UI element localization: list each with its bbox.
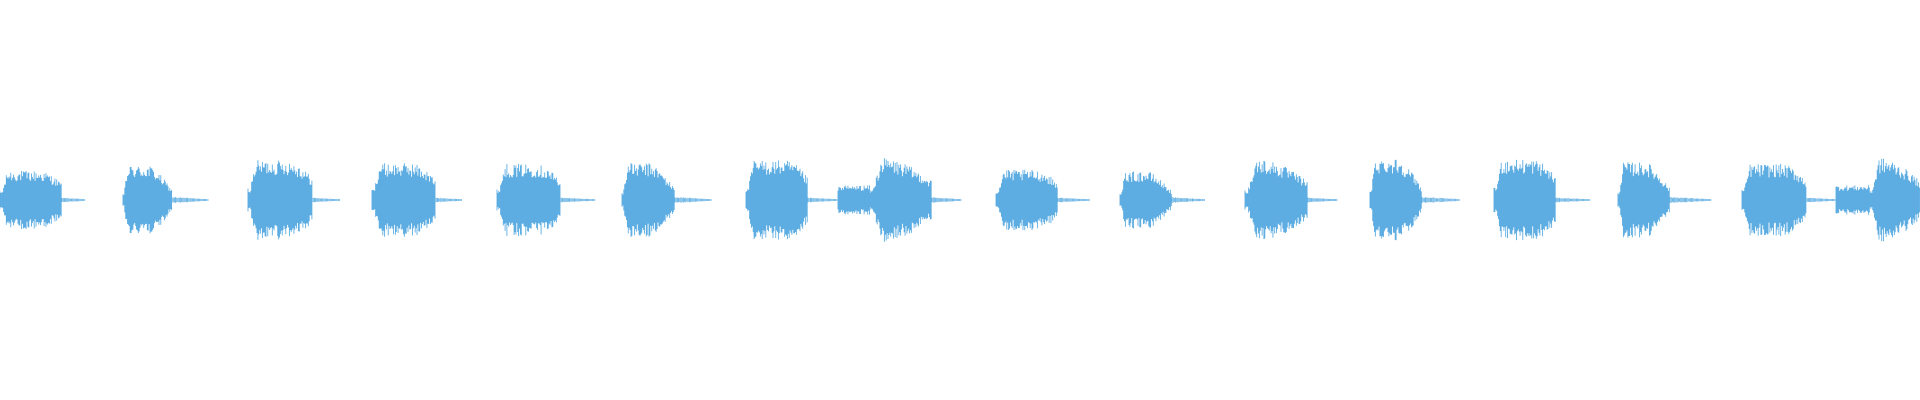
waveform-path [0,158,1920,242]
